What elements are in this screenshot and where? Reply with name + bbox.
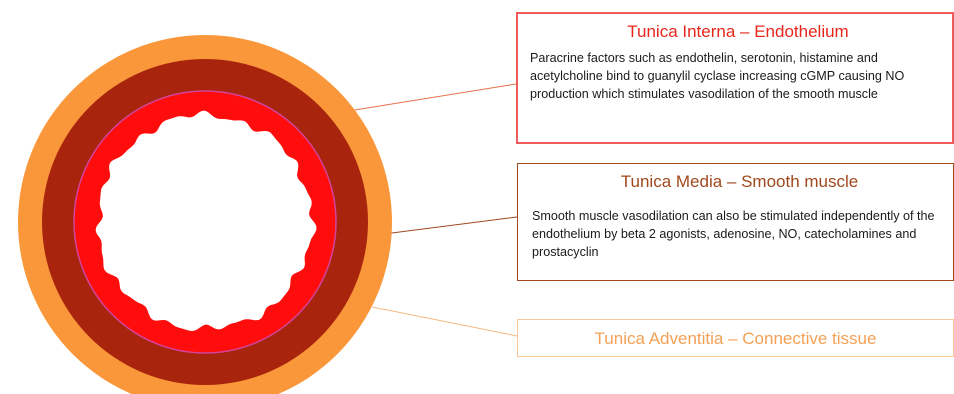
leader-line-adventitia	[372, 307, 517, 336]
tunica-interna-label-box: Tunica Interna – Endothelium Paracrine f…	[516, 12, 954, 144]
tunica-adventitia-label-box: Tunica Adventitia – Connective tissue	[517, 319, 954, 357]
tunica-interna-title: Tunica Interna – Endothelium	[530, 22, 946, 42]
tunica-interna-description: Paracrine factors such as endothelin, se…	[530, 49, 946, 103]
tunica-media-title: Tunica Media – Smooth muscle	[532, 172, 947, 192]
leader-line-interna	[336, 84, 516, 113]
tunica-adventitia-title: Tunica Adventitia – Connective tissue	[524, 329, 947, 349]
tunica-media-label-box: Tunica Media – Smooth muscle Smooth musc…	[517, 163, 954, 281]
tunica-media-description: Smooth muscle vasodilation can also be s…	[532, 207, 947, 261]
